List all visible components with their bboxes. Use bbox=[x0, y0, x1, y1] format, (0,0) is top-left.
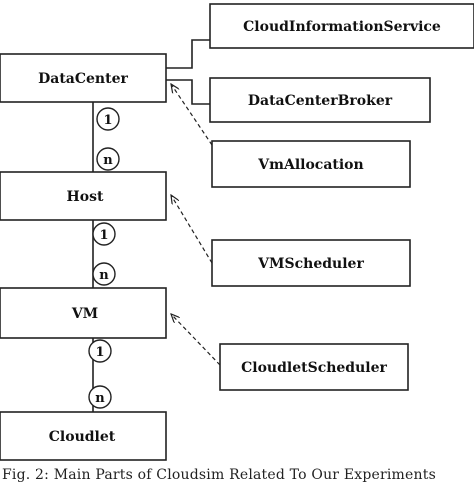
cloudlet-scheduler-box bbox=[219, 343, 409, 391]
vm-label: VM bbox=[71, 306, 98, 322]
vm-scheduler-label: VMScheduler bbox=[257, 256, 364, 272]
host-label: Host bbox=[67, 189, 104, 205]
vm-allocation-box bbox=[211, 140, 411, 188]
datacenter-cis-connector bbox=[166, 39, 210, 69]
cloudletscheduler-dependency-arrow bbox=[171, 314, 221, 366]
datacenter-host-one-label: 1 bbox=[103, 113, 112, 128]
host-vm-one-circle bbox=[92, 222, 116, 246]
datacenter-host-one-circle bbox=[96, 107, 120, 131]
vmallocation-dependency-arrow bbox=[171, 84, 213, 146]
datacenter-host-many-circle bbox=[96, 147, 120, 171]
vm-cloudlet-many-circle bbox=[88, 385, 112, 409]
vm-box bbox=[0, 287, 167, 339]
cloudlet-scheduler-label: CloudletScheduler bbox=[241, 360, 387, 376]
vm-allocation-label: VmAllocation bbox=[257, 157, 363, 173]
host-vm-many-circle bbox=[92, 262, 116, 286]
vm-cloudlet-one-label: 1 bbox=[95, 345, 104, 360]
host-vm-one-label: 1 bbox=[99, 228, 108, 243]
cloudlet-box bbox=[0, 411, 167, 461]
cloudlet-label: Cloudlet bbox=[49, 429, 116, 445]
figure-caption: Fig. 2: Main Parts of Cloudsim Related T… bbox=[2, 467, 436, 483]
datacenter-broker-connector bbox=[166, 79, 210, 105]
datacenter-box bbox=[0, 53, 167, 103]
datacenter-broker-box bbox=[209, 77, 431, 123]
vm-cloudlet-one-circle bbox=[88, 339, 112, 363]
cloud-information-service-label: CloudInformationService bbox=[243, 19, 441, 35]
vmscheduler-dependency-arrow bbox=[171, 195, 213, 264]
datacenter-host-many-label: n bbox=[103, 153, 113, 168]
cloud-information-service-box bbox=[209, 3, 474, 49]
host-vm-many-label: n bbox=[99, 268, 109, 283]
datacenter-broker-label: DataCenterBroker bbox=[248, 93, 393, 109]
datacenter-label: DataCenter bbox=[38, 71, 128, 87]
host-box bbox=[0, 171, 167, 221]
vm-scheduler-box bbox=[211, 239, 411, 287]
vm-cloudlet-many-label: n bbox=[95, 391, 105, 406]
